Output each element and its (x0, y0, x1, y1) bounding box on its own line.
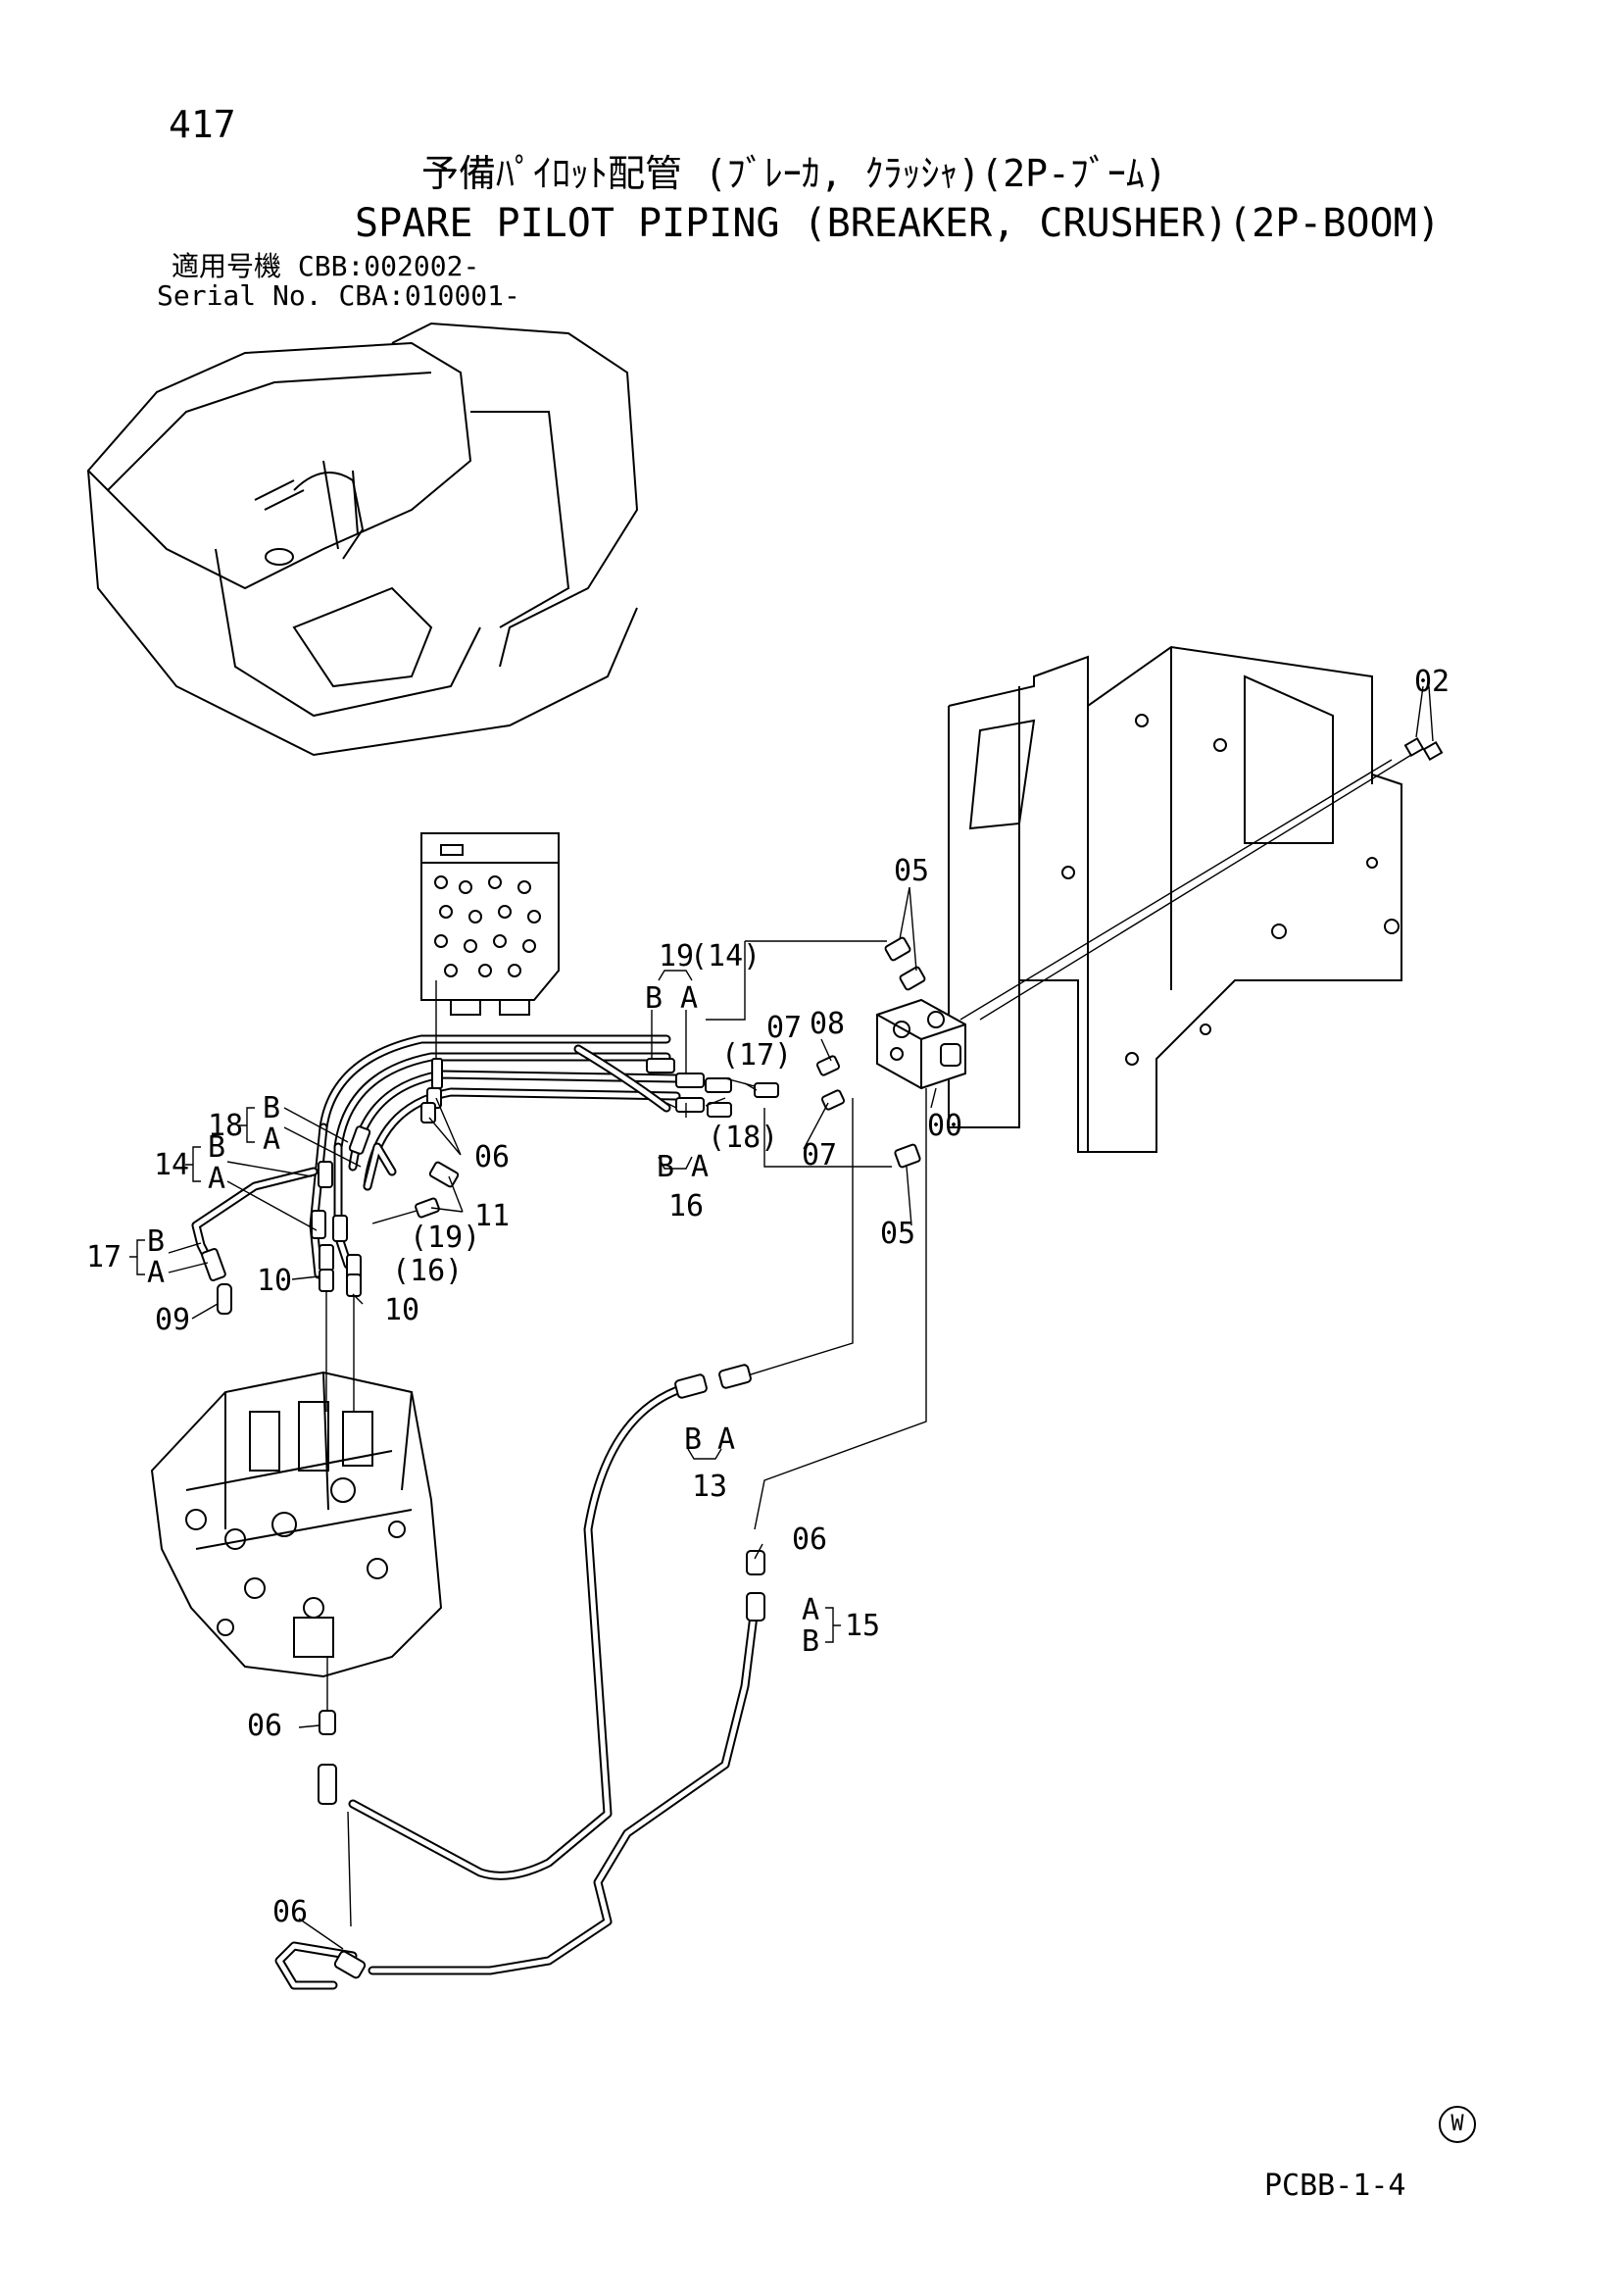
serial-label-jp: 適用号機 (172, 250, 282, 282)
hose-13-a: A (717, 1423, 735, 1457)
callout-06-lower: 06 (247, 1709, 282, 1743)
hose-14-b: B (208, 1130, 225, 1165)
page-number: 417 (169, 103, 236, 146)
valve-block-00 (876, 998, 966, 1090)
callout-10-left: 10 (257, 1264, 292, 1298)
callout-10-right: 10 (384, 1293, 419, 1327)
hose-19-b: B (645, 981, 663, 1016)
serial-applicable-line: 適用号機 CBB:002002- (172, 253, 479, 280)
callout-00: 00 (927, 1109, 962, 1143)
mounting-bracket (948, 645, 1412, 1153)
callout-brackets (129, 970, 841, 1643)
callout-11: 11 (474, 1199, 510, 1233)
callout-19: 19 (659, 939, 694, 973)
callout-16-paren: (16) (392, 1254, 463, 1288)
callout-17-paren: (17) (721, 1038, 792, 1073)
callout-08: 08 (810, 1007, 845, 1041)
hose-13-b: B (684, 1423, 702, 1457)
hose-15-b: B (802, 1624, 819, 1659)
callout-13: 13 (692, 1470, 727, 1504)
serial-number-line: Serial No. CBA:010001- (157, 282, 520, 310)
callout-09: 09 (155, 1303, 190, 1337)
callout-17: 17 (86, 1240, 122, 1274)
serial-label-en: Serial No. (157, 279, 322, 312)
fittings-block (706, 936, 927, 1530)
callout-18-paren: (18) (708, 1121, 778, 1155)
callout-14: 14 (154, 1148, 189, 1182)
hose-15-a: A (802, 1593, 819, 1627)
callout-06-upper: 06 (474, 1140, 510, 1174)
hose-19-a: A (680, 981, 698, 1016)
title-japanese: 予備ﾊﾟｲﾛｯﾄ配管 (ﾌﾞﾚｰｶ, ｸﾗｯｼｬ)(2P-ﾌﾞｰﾑ) (421, 152, 1167, 195)
callout-06-right: 06 (792, 1522, 827, 1557)
page-code: PCBB-1-4 (1264, 2169, 1406, 2203)
hose-16-a: A (691, 1150, 709, 1184)
long-hoses-13-15 (274, 1364, 765, 1990)
hose-16-b: B (657, 1150, 674, 1184)
callout-labels: 02 05 19 (14) B A 07 08 (17) (18) 07 00 … (86, 665, 1450, 1929)
callout-02: 02 (1414, 665, 1450, 699)
callout-06-bottom: 06 (272, 1895, 308, 1929)
leader-lines (168, 886, 937, 1950)
callout-05-bottom: 05 (880, 1217, 915, 1251)
serial-value-1: CBB:002002- (297, 250, 480, 282)
callout-05-top: 05 (894, 854, 929, 888)
pilot-valve-unit (420, 832, 560, 1016)
callout-07-bottom: 07 (802, 1138, 837, 1173)
hose-18-b: B (263, 1091, 280, 1125)
bolt-02 (1403, 685, 1444, 762)
callout-14-paren: (14) (690, 939, 761, 973)
fittings (217, 980, 460, 1412)
hose-18-a: A (263, 1123, 280, 1157)
hose-17-b: B (147, 1224, 165, 1259)
callout-07-top: 07 (766, 1011, 802, 1045)
title-english: SPARE PILOT PIPING (BREAKER, CRUSHER)(2P… (355, 201, 1441, 246)
hoses-left (191, 1123, 397, 1281)
callout-18: 18 (208, 1109, 243, 1143)
control-valve-assembly (150, 1371, 443, 1678)
callout-16: 16 (668, 1189, 704, 1223)
excavator-overview-sketch (86, 322, 639, 757)
serial-value-2: CBA:010001- (338, 279, 520, 312)
hose-14-a: A (208, 1162, 225, 1196)
callout-19-paren: (19) (410, 1221, 480, 1255)
hose-17-a: A (147, 1256, 165, 1290)
callout-15: 15 (845, 1609, 880, 1643)
copyright-mark: W (1439, 2106, 1476, 2143)
